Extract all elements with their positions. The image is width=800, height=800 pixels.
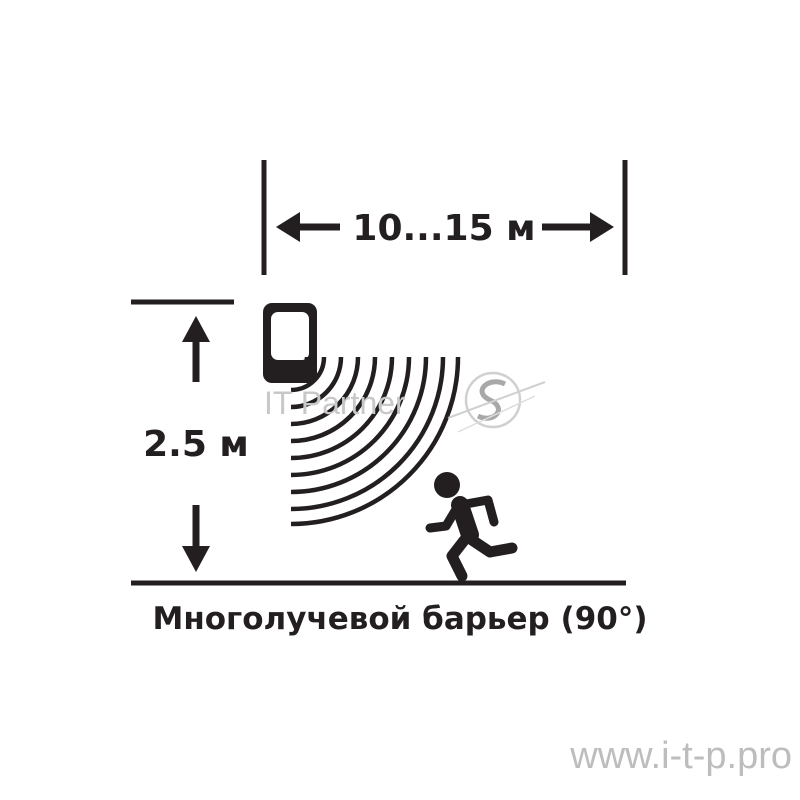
beam-arc	[290, 356, 344, 410]
it-partner-logo-icon	[447, 371, 546, 433]
site-url: www.i-t-p.pro	[569, 735, 792, 777]
running-person-icon	[425, 472, 518, 582]
beam-arc	[290, 356, 429, 495]
beam-arc	[290, 356, 310, 376]
arrow-left-icon	[276, 212, 340, 242]
beam-arc	[290, 356, 327, 393]
beam-arc	[290, 356, 412, 478]
beam-arc	[290, 356, 378, 444]
arrow-down-icon	[182, 505, 210, 572]
beam-arc	[290, 356, 361, 427]
sensor-icon	[263, 303, 317, 383]
width-label: 10...15 м	[352, 208, 535, 249]
detection-beams	[290, 356, 461, 527]
arrow-right-icon	[542, 212, 614, 242]
diagram-caption: Многолучевой барьер (90°)	[152, 601, 647, 637]
arrow-up-icon	[182, 316, 210, 382]
height-label: 2.5 м	[143, 424, 249, 465]
watermark-text: IT Partner	[264, 385, 406, 421]
beam-arc	[290, 356, 446, 512]
beam-arc	[290, 356, 395, 461]
beam-arc	[290, 356, 461, 527]
